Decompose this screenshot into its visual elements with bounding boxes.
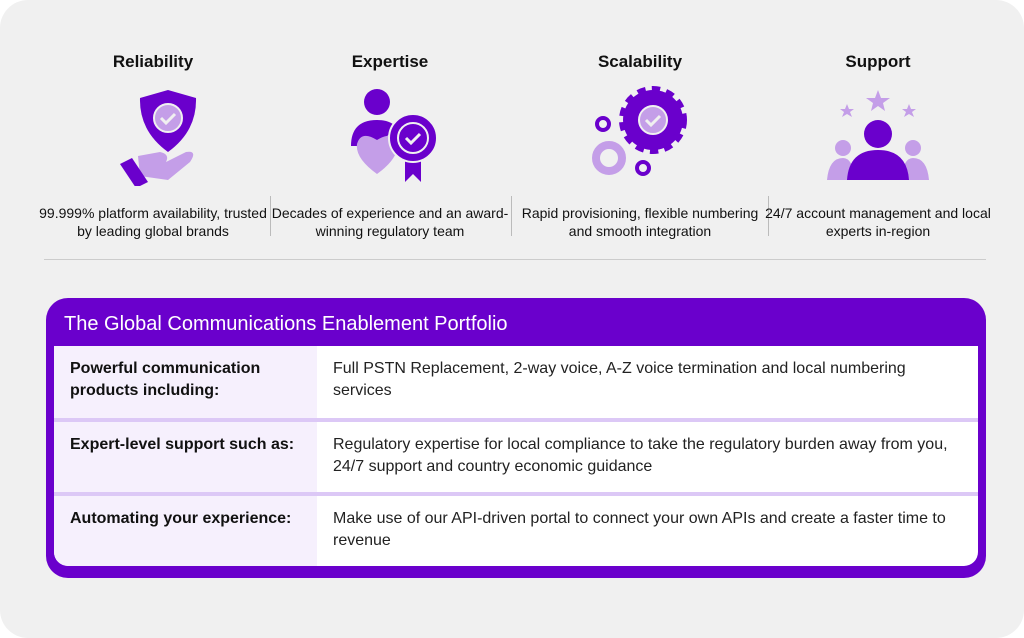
team-stars-icon [827,90,929,180]
feature-support: Support 24/7 account management and loca… [758,52,998,240]
feature-scalability: Scalability Rapid provisioning, flexible… [520,52,760,240]
divider [768,196,769,236]
table-row: Expert-level support such as: Regulatory… [54,418,978,492]
row-text: Full PSTN Replacement, 2-way voice, A-Z … [333,360,906,399]
row-text: Regulatory expertise for local complianc… [333,436,948,475]
divider [270,196,271,236]
feature-description: 24/7 account management and local expert… [765,205,991,239]
person-award-icon [351,89,438,182]
feature-description: Decades of experience and an award-winni… [271,205,509,239]
feature-expertise: Expertise Decades of experience and an a… [270,52,510,240]
table-row: Powerful communication products includin… [54,346,978,418]
feature-reliability: Reliability 99.999% platform availabilit… [33,52,273,240]
feature-description: 99.999% platform availability, trusted b… [39,205,267,239]
row-label: Automating your experience: [54,496,317,566]
portfolio-panel: The Global Communications Enablement Por… [46,298,986,578]
feature-title: Scalability [597,52,683,71]
gears-icon [592,86,687,176]
row-label: Powerful communication products includin… [54,346,317,418]
shield-hand-icon [120,90,197,186]
row-label: Expert-level support such as: [54,422,317,492]
portfolio-table: Powerful communication products includin… [54,346,978,566]
divider [511,196,512,236]
feature-description: Rapid provisioning, flexible numbering a… [521,205,759,239]
section-divider [44,259,986,260]
feature-title: Support [845,52,911,71]
feature-title: Reliability [112,52,194,71]
row-text: Make use of our API-driven portal to con… [333,510,946,549]
feature-title: Expertise [351,52,429,71]
portfolio-title: The Global Communications Enablement Por… [64,313,508,335]
table-row: Automating your experience: Make use of … [54,492,978,566]
